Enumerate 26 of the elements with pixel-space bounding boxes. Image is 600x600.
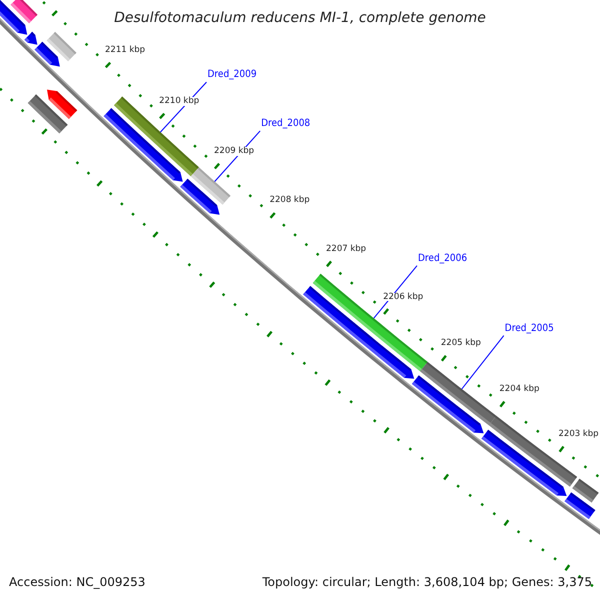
gene-label: Dred_2006 <box>418 254 468 264</box>
gene-feature <box>28 94 68 134</box>
scale-label: 2205 kbp <box>440 339 481 348</box>
gene-feature <box>564 492 596 519</box>
leader-line <box>373 265 418 319</box>
gene-feature <box>0 0 28 35</box>
scale-label: 2210 kbp <box>159 97 200 106</box>
gene-feature <box>24 32 38 45</box>
gene-feature <box>104 108 183 182</box>
gene-label: Dred_2008 <box>261 118 310 129</box>
title: Desulfotomaculum reducens MI-1, complete genome <box>113 11 487 25</box>
gene-feature <box>34 42 60 67</box>
leader-line <box>461 335 504 390</box>
scale-label: 2207 kbp <box>326 244 366 254</box>
scale-label: 2206 kbp <box>383 292 424 301</box>
gene-label: Dred_2005 <box>504 324 554 334</box>
scale-label: 2209 kbp <box>214 147 254 156</box>
gene-label: Dred_2009 <box>208 70 257 80</box>
gene-feature <box>180 178 220 215</box>
genome-info-text: Topology: circular; Length: 3,608,104 bp; Genes: 3,375 <box>262 576 592 588</box>
accession-text: Accession: NC_009253 <box>9 576 146 588</box>
scale-label: 2211 kbp <box>105 46 146 54</box>
scale-label: 2208 kbp <box>270 196 310 205</box>
gene-feature <box>412 375 484 434</box>
scale-label: 2204 kbp <box>499 385 540 394</box>
scale-label: 2203 kbp <box>558 430 599 439</box>
